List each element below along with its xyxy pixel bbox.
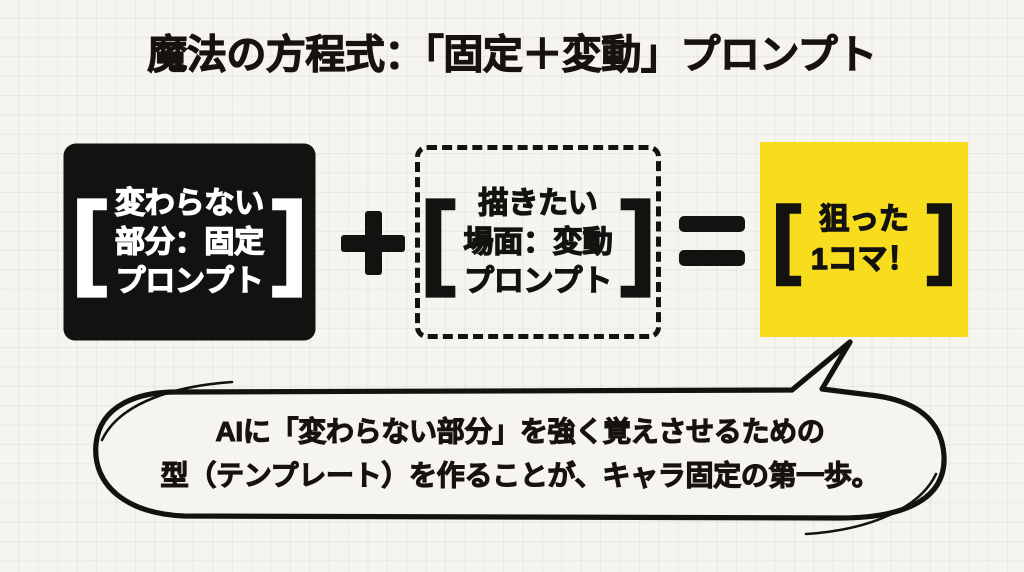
variable-prompt-box: [ 描きたい 場面：変動 プロンプト ] xyxy=(415,145,661,339)
bubble-outline-path xyxy=(93,339,947,521)
fixed-prompt-line-2: 部分：固定 xyxy=(114,225,264,259)
fixed-prompt-line-1: 変わらない xyxy=(114,186,264,220)
result-line-1: 狙った xyxy=(819,202,910,236)
result-line-2: 1コマ！ xyxy=(810,242,917,276)
result-box: [ 狙った 1コマ！ ] xyxy=(760,142,968,337)
bubble-sketch-accent-bottomright xyxy=(804,472,938,536)
variable-prompt-line-1: 描きたい xyxy=(478,186,599,220)
callout-bubble-shape xyxy=(93,339,947,536)
fixed-prompt-box: [ 変わらない 部分：固定 プロンプト ] xyxy=(65,145,314,339)
callout-line-1: AIに「変わらない部分」を強く覚えさせるための xyxy=(215,415,826,447)
variable-prompt-bracketed-text: [ 描きたい 場面：変動 プロンプト ] xyxy=(420,182,656,301)
fixed-prompt-line-3: プロンプト xyxy=(115,264,265,298)
callout-line-2: 型（テンプレート）を作ることが、キャラ固定の第一歩。 xyxy=(160,459,880,491)
plus-vertical-bar xyxy=(364,211,382,275)
plus-operator-icon xyxy=(337,207,409,279)
equals-operator-icon xyxy=(679,214,745,270)
bracket-close-icon: ] xyxy=(271,182,308,298)
page-title: 魔法の方程式：「固定＋変動」プロンプト xyxy=(147,32,878,77)
equals-bottom-bar xyxy=(679,250,745,266)
bracket-open-icon: [ xyxy=(771,190,802,286)
bracket-close-icon: ] xyxy=(619,182,656,298)
equals-top-bar xyxy=(679,216,745,232)
fixed-prompt-bracketed-text: [ 変わらない 部分：固定 プロンプト ] xyxy=(71,182,308,301)
result-bracketed-text: [ 狙った 1コマ！ ] xyxy=(771,190,957,286)
variable-prompt-line-3: プロンプト xyxy=(463,264,613,298)
callout-text: AIに「変わらない部分」を強く覚えさせるための 型（テンプレート）を作ることが、… xyxy=(80,410,960,498)
variable-prompt-lines: 描きたい 場面：変動 プロンプト xyxy=(463,184,614,301)
bracket-open-icon: [ xyxy=(71,182,108,298)
result-lines: 狙った 1コマ！ xyxy=(810,200,917,280)
bubble-sketch-accent-left xyxy=(100,380,234,442)
variable-prompt-line-2: 場面：変動 xyxy=(463,225,614,259)
bracket-close-icon: ] xyxy=(926,190,957,286)
equation-row: [ 変わらない 部分：固定 プロンプト ] [ 描きたい 場面：変動 プロ xyxy=(0,142,1024,342)
callout-bubble: AIに「変わらない部分」を強く覚えさせるための 型（テンプレート）を作ることが、… xyxy=(80,338,960,553)
bracket-open-icon: [ xyxy=(420,182,457,298)
fixed-prompt-lines: 変わらない 部分：固定 プロンプト xyxy=(114,184,265,301)
